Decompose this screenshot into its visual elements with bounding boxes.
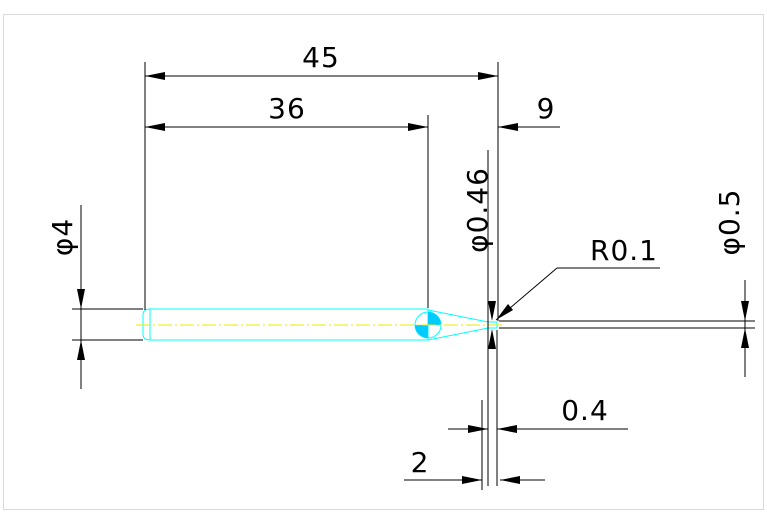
dim-text-9: 9 bbox=[537, 92, 556, 125]
dim-tip-radius: R0.1 bbox=[495, 234, 660, 321]
dim-tip-diameter: φ0.5 bbox=[499, 189, 755, 377]
tool-part bbox=[136, 308, 505, 341]
dim-tip-flat: 0.4 bbox=[448, 394, 628, 433]
arrowhead bbox=[500, 476, 520, 484]
dim-text-phi05: φ0.5 bbox=[713, 189, 746, 256]
dim-text-04: 0.4 bbox=[561, 394, 609, 427]
end-circle-fill2 bbox=[415, 325, 428, 338]
dim-text-phi046: φ0.46 bbox=[461, 167, 494, 253]
drawing-border bbox=[3, 14, 764, 510]
end-circle-fill bbox=[428, 312, 441, 325]
dim-tip-length: 9 bbox=[498, 92, 560, 131]
arrowhead bbox=[488, 329, 496, 349]
dim-text-45: 45 bbox=[302, 41, 340, 74]
dim-overall-length: 45 bbox=[144, 41, 499, 321]
arrowhead bbox=[468, 425, 488, 433]
arrowhead bbox=[478, 72, 498, 80]
arrowhead bbox=[408, 123, 428, 131]
arrowhead bbox=[497, 425, 517, 433]
dim-neck-diameter: φ0.46 bbox=[461, 150, 498, 486]
dim-shank-length: 36 bbox=[145, 92, 429, 308]
dim-shank-diameter: φ4 bbox=[46, 205, 143, 389]
arrowhead bbox=[498, 123, 518, 131]
dim-text-2: 2 bbox=[411, 446, 430, 479]
arrowhead bbox=[145, 123, 165, 131]
dim-text-phi4: φ4 bbox=[46, 218, 79, 256]
arrowhead bbox=[462, 476, 482, 484]
dim-text-36: 36 bbox=[268, 92, 306, 125]
dim-text-r01: R0.1 bbox=[590, 234, 658, 267]
dim-tip-offset: 2 bbox=[404, 400, 545, 490]
arrowhead bbox=[496, 304, 513, 320]
arrowhead bbox=[77, 340, 85, 360]
arrowhead bbox=[77, 289, 85, 309]
arrowhead bbox=[145, 72, 165, 80]
arrowhead bbox=[741, 328, 749, 348]
arrowhead bbox=[741, 301, 749, 321]
arrowhead bbox=[488, 301, 496, 321]
